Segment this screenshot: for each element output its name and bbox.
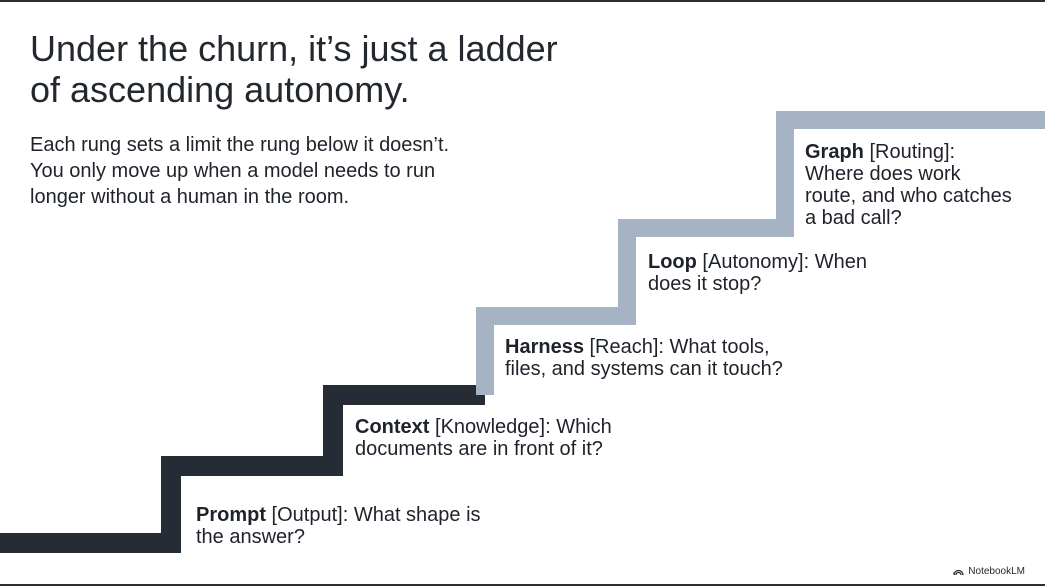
stair-light bbox=[476, 111, 1045, 395]
subtitle-line-3: longer without a human in the room. bbox=[30, 186, 350, 208]
subtitle-line-2: You only move up when a model needs to r… bbox=[30, 160, 436, 182]
rung-description: [Knowledge]: Which bbox=[429, 416, 612, 438]
rung-loop: Loop [Autonomy]: When does it stop? bbox=[648, 251, 867, 295]
rung-name: Context bbox=[355, 416, 430, 438]
rung-prompt: Prompt [Output]: What shape is the answe… bbox=[196, 504, 481, 548]
brand-label: NotebookLM bbox=[968, 566, 1025, 577]
brand-watermark: NotebookLM bbox=[953, 566, 1025, 577]
rung-description-line: route, and who catches bbox=[805, 185, 1012, 207]
rung-description: [Output]: What shape is bbox=[266, 504, 481, 526]
bottom-rule bbox=[0, 584, 1045, 586]
notebooklm-logo-icon bbox=[953, 569, 964, 576]
rung-description-line: does it stop? bbox=[648, 273, 762, 295]
rung-description-line: documents are in front of it? bbox=[355, 438, 603, 460]
subtitle-line-1: Each rung sets a limit the rung below it… bbox=[30, 134, 450, 156]
rung-name: Graph bbox=[805, 141, 864, 163]
rung-description-line: Where does work bbox=[805, 163, 961, 185]
rung-description-line: a bad call? bbox=[805, 207, 902, 229]
top-rule bbox=[0, 0, 1045, 2]
rung-name: Prompt bbox=[196, 504, 266, 526]
rung-description: [Reach]: What tools, bbox=[583, 336, 770, 358]
rung-name: Harness bbox=[505, 336, 584, 358]
slide-subtitle: Each rung sets a limit the rung below it… bbox=[30, 132, 550, 210]
stair-dark bbox=[0, 385, 485, 553]
rung-description-line: files, and systems can it touch? bbox=[505, 358, 783, 380]
slide-title: Under the churn, it’s just a ladder of a… bbox=[30, 28, 558, 110]
rung-name: Loop bbox=[648, 251, 697, 273]
rung-harness: Harness [Reach]: What tools, files, and … bbox=[505, 336, 783, 380]
rung-description: [Routing]: bbox=[863, 141, 956, 163]
rung-description: [Autonomy]: When bbox=[696, 251, 867, 273]
rung-context: Context [Knowledge]: Which documents are… bbox=[355, 416, 612, 460]
rung-graph: Graph [Routing]: Where does work route, … bbox=[805, 141, 1012, 229]
rung-description-line: the answer? bbox=[196, 526, 305, 548]
